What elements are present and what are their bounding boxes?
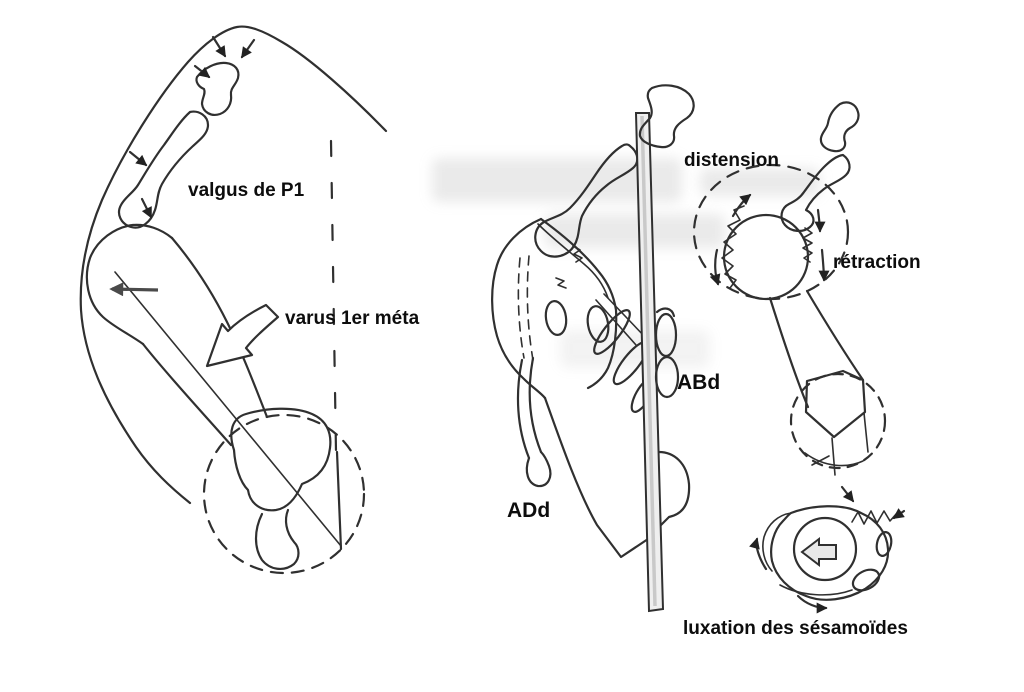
medial-capsule-zigzag — [721, 205, 745, 289]
distal-phalanx-bone — [819, 101, 860, 153]
lateral-capsule-zigzag — [802, 227, 813, 263]
right-capsule-panel: distension rétraction luxation des sésam… — [683, 101, 921, 639]
capsule-zigzag-mark — [555, 277, 567, 289]
instability-dashed-circle — [202, 413, 366, 575]
left-forefoot-panel: valgus de P1 varus 1er méta — [79, 25, 420, 575]
label-valgus-p1: valgus de P1 — [188, 180, 305, 201]
reference-axis-dashed-line — [329, 139, 338, 454]
capsule-zigzag-mark — [572, 245, 583, 263]
displacement-open-arrow — [800, 536, 837, 568]
first-metatarsal-bone — [85, 223, 269, 447]
middle-rod-panel: ABd ADd — [491, 84, 720, 613]
foot-outline — [79, 25, 388, 505]
adductor-tendon — [516, 356, 552, 488]
sesamoid-bone — [851, 568, 881, 592]
metatarsal-base-cut — [804, 369, 869, 476]
rotation-arrows — [709, 193, 830, 286]
ghost-print-watermark — [560, 330, 710, 368]
proximal-phalanx-bone — [534, 143, 639, 258]
label-abd: ABd — [677, 371, 720, 394]
pressure-arrows — [128, 35, 256, 219]
sesamoid-bones — [654, 307, 680, 399]
label-luxation-sesamoides: luxation des sésamoïdes — [683, 618, 908, 639]
distal-phalanx-bone — [195, 61, 240, 116]
medial-push-arrow — [109, 282, 159, 297]
metatarsal-head-bone — [491, 217, 618, 400]
metatarsal-shaft — [768, 289, 865, 409]
alignment-rod — [634, 112, 665, 613]
distal-phalanx-bone — [638, 84, 695, 149]
proximal-phalanx-bone — [780, 153, 851, 232]
reference-axis-solid-line — [335, 450, 343, 551]
label-distension: distension — [684, 150, 779, 171]
luxation-arrows — [749, 485, 906, 614]
sesamoid-axial-view — [749, 485, 906, 614]
label-retraction: rétraction — [833, 252, 921, 273]
sesamoid-bone — [875, 531, 893, 557]
cuneiform-bone — [254, 508, 300, 570]
label-varus-1er-meta: varus 1er méta — [285, 308, 420, 329]
capsule-zigzag-mark — [851, 510, 898, 525]
proximal-phalanx-bone — [117, 110, 210, 229]
varus-hollow-arrow — [205, 303, 280, 368]
metatarsal-head-circle — [722, 213, 810, 301]
metatarsal-base-bone — [230, 407, 332, 512]
metatarsal-base-silhouette — [543, 396, 691, 559]
label-add: ADd — [507, 499, 550, 522]
metatarsal-base-dashed-circle — [789, 372, 887, 470]
metatarsal-axis-line — [114, 271, 342, 547]
